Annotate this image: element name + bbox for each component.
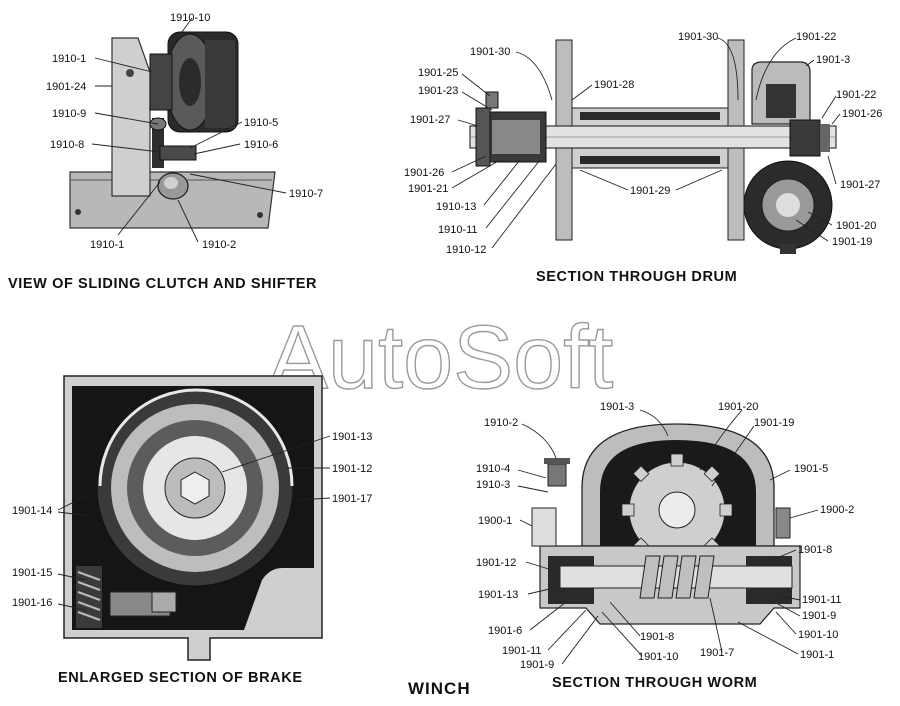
label-1901-24: 1901-24: [46, 81, 86, 93]
worm-section-caption: SECTION THROUGH WORM: [552, 675, 757, 691]
brake-section-figure: [63, 375, 323, 661]
label-1901-12: 1901-12: [332, 463, 372, 475]
label-1901-21: 1901-21: [408, 183, 448, 195]
label-1901-11-left: 1901-11: [502, 645, 542, 657]
label-1901-26-left: 1901-26: [404, 167, 444, 179]
label-1901-14: 1901-14: [12, 505, 52, 517]
clutch-view-figure: [69, 31, 276, 229]
label-1901-27-right: 1901-27: [840, 179, 880, 191]
label-1910-3: 1910-3: [476, 479, 510, 491]
label-1910-6: 1910-6: [244, 139, 278, 151]
label-1901-19-worm: 1901-19: [754, 417, 794, 429]
brake-leader-lines: [57, 435, 331, 611]
label-1901-25: 1901-25: [418, 67, 458, 79]
figure-title: WINCH: [408, 679, 471, 698]
label-1901-29: 1901-29: [630, 185, 670, 197]
label-1910-1-bottom: 1910-1: [90, 239, 124, 251]
label-1901-19: 1901-19: [832, 236, 872, 248]
clutch-view-caption: VIEW OF SLIDING CLUTCH AND SHIFTER: [8, 276, 317, 292]
label-1901-20-worm: 1901-20: [718, 401, 758, 413]
label-1901-10-right: 1901-10: [798, 629, 838, 641]
label-1901-30-right: 1901-30: [678, 31, 718, 43]
label-1910-13: 1910-13: [436, 201, 476, 213]
label-1901-26-right: 1901-26: [842, 108, 882, 120]
label-1901-12-worm: 1901-12: [476, 557, 516, 569]
worm-threads: [639, 555, 715, 599]
label-1901-3-worm: 1901-3: [600, 401, 634, 413]
label-1901-9-left: 1901-9: [520, 659, 554, 671]
label-1901-1: 1901-1: [800, 649, 834, 661]
watermark: AutoSoft: [268, 308, 613, 408]
label-1901-8-right: 1901-8: [798, 544, 832, 556]
drum-section-caption: SECTION THROUGH DRUM: [536, 269, 737, 285]
label-1901-8-bottom: 1901-8: [640, 631, 674, 643]
label-1910-4: 1910-4: [476, 463, 510, 475]
worm-leader-lines: [517, 409, 819, 665]
label-1910-12: 1910-12: [446, 244, 486, 256]
brake-section-caption: ENLARGED SECTION OF BRAKE: [58, 670, 303, 686]
label-1901-3: 1901-3: [816, 54, 850, 66]
label-1901-11-right: 1901-11: [802, 594, 842, 606]
label-1900-1: 1900-1: [478, 515, 512, 527]
clutch-labels: 1910-10 1910-1 1901-24 1910-9 1910-8 191…: [46, 12, 323, 251]
label-1910-8: 1910-8: [50, 139, 84, 151]
label-1910-5: 1910-5: [244, 117, 278, 129]
label-1901-30-left: 1901-30: [470, 46, 510, 58]
label-1901-9-right: 1901-9: [802, 610, 836, 622]
clutch-leader-lines: [91, 17, 287, 243]
worm-section-figure: [531, 423, 801, 625]
drum-section-figure: [469, 39, 837, 254]
label-1901-6: 1901-6: [488, 625, 522, 637]
label-1900-2: 1900-2: [820, 504, 854, 516]
label-1901-23: 1901-23: [418, 85, 458, 97]
label-1910-1-top: 1910-1: [52, 53, 86, 65]
label-1901-22-right: 1901-22: [836, 89, 876, 101]
label-1910-10: 1910-10: [170, 12, 210, 24]
label-1901-27-left: 1901-27: [410, 114, 450, 126]
label-1901-22-top: 1901-22: [796, 31, 836, 43]
label-1910-2-worm: 1910-2: [484, 417, 518, 429]
drum-leader-lines: [451, 37, 841, 249]
brake-labels: 1901-13 1901-12 1901-17 1901-14 1901-15 …: [12, 431, 372, 609]
label-1901-5: 1901-5: [794, 463, 828, 475]
label-1901-17: 1901-17: [332, 493, 372, 505]
label-1910-11: 1910-11: [438, 224, 478, 236]
label-1901-7: 1901-7: [700, 647, 734, 659]
label-1901-13: 1901-13: [332, 431, 372, 443]
label-1901-15: 1901-15: [12, 567, 52, 579]
label-1901-20: 1901-20: [836, 220, 876, 232]
label-1910-2: 1910-2: [202, 239, 236, 251]
label-1901-10-bottom: 1901-10: [638, 651, 678, 663]
label-1901-16: 1901-16: [12, 597, 52, 609]
worm-labels: 1910-2 1901-3 1901-20 1901-19 1910-4 191…: [476, 401, 854, 671]
label-1901-28: 1901-28: [594, 79, 634, 91]
label-1901-13-worm: 1901-13: [478, 589, 518, 601]
label-1910-9: 1910-9: [52, 108, 86, 120]
label-1910-7: 1910-7: [289, 188, 323, 200]
drum-labels: 1901-30 1901-25 1901-23 1901-27 1901-28 …: [404, 31, 882, 256]
